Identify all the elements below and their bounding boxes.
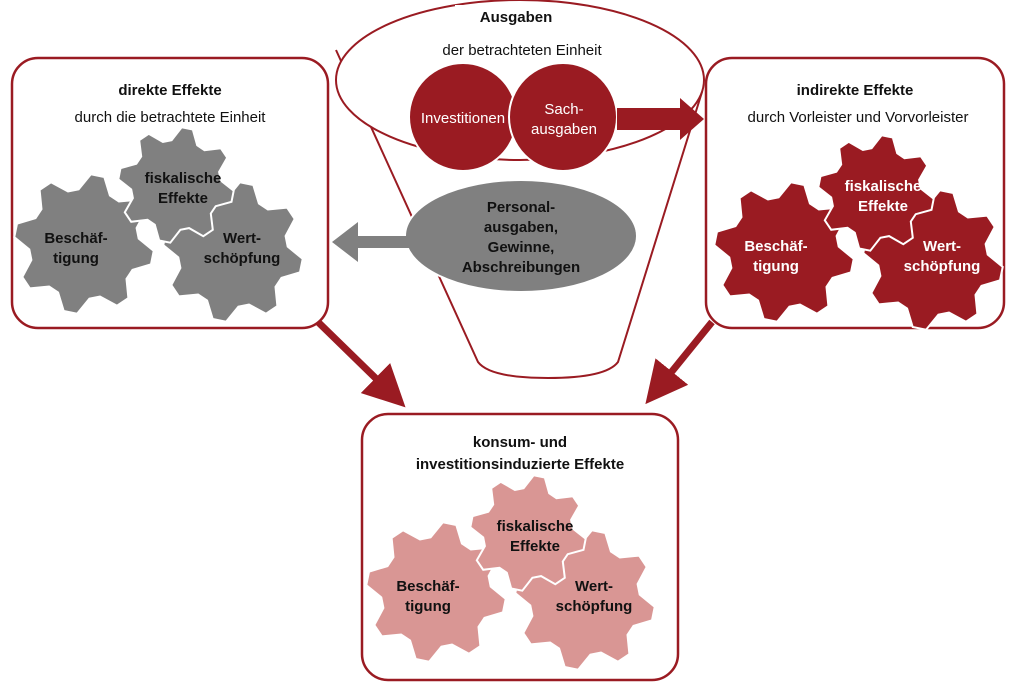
- fiskalische-effekte-gear: [117, 126, 235, 244]
- beschaeftigung-label-line2: tigung: [753, 258, 799, 275]
- sachausgaben-label-line1: Sach-: [544, 101, 583, 118]
- indirect-effects-gears: Beschäf-tigung fiskalischeEffekteWert-sch…: [713, 134, 1004, 331]
- indirect-effects-subtitle: durch Vorleister und Vorvorleister: [748, 109, 969, 126]
- fiskalische-effekte-gear: [469, 474, 587, 592]
- direct-effects-title: direkte Effekte: [118, 82, 221, 99]
- arrow-indirect-to-induced: [645, 319, 715, 405]
- induced-effects-gears: Beschäf-tigung fiskalischeEffekteWert-sch…: [365, 474, 656, 671]
- investitionen-label: Investitionen: [421, 110, 505, 127]
- fiskalische-label-line1: fiskalische: [145, 170, 222, 187]
- wertschoepfung-label-line2: schöpfung: [204, 250, 281, 267]
- personalausgaben-line1: Personal-: [487, 199, 555, 216]
- personalausgaben-line3: Gewinne,: [488, 239, 555, 256]
- fiskalische-label-line1: fiskalische: [845, 178, 922, 195]
- wertschoepfung-label-line2: schöpfung: [556, 598, 633, 615]
- beschaeftigung-label-line1: Beschäf-: [396, 578, 459, 595]
- fiskalische-effekte-gear: [817, 134, 935, 252]
- induced-effects-title-line1: konsum- und: [473, 434, 567, 451]
- arrow-to-indirect: [617, 98, 704, 140]
- funnel-subtitle: der betrachteten Einheit: [442, 42, 602, 59]
- arrow-to-direct: [332, 222, 412, 262]
- beschaeftigung-label-line1: Beschäf-: [44, 230, 107, 247]
- funnel-title: Ausgaben: [480, 9, 553, 26]
- fiskalische-label-line1: fiskalische: [497, 518, 574, 535]
- beschaeftigung-label-line2: tigung: [53, 250, 99, 267]
- sachausgaben-label-line2: ausgaben: [531, 121, 597, 138]
- beschaeftigung-label-line1: Beschäf-: [744, 238, 807, 255]
- personalausgaben-line2: ausgaben,: [484, 219, 558, 236]
- arrow-direct-to-induced: [315, 319, 406, 408]
- fiskalische-label-line2: Effekte: [858, 198, 908, 215]
- wertschoepfung-label-line1: Wert-: [223, 230, 261, 247]
- personalausgaben-line4: Abschreibungen: [462, 259, 580, 276]
- wertschoepfung-label-line1: Wert-: [923, 238, 961, 255]
- beschaeftigung-label-line2: tigung: [405, 598, 451, 615]
- fiskalische-label-line2: Effekte: [158, 190, 208, 207]
- funnel-title-backdrop: [455, 5, 577, 27]
- indirect-effects-title: indirekte Effekte: [797, 82, 914, 99]
- direct-effects-subtitle: durch die betrachtete Einheit: [75, 109, 267, 126]
- direct-effects-gears: Beschäf-tigung fiskalischeEffekteWert-sch…: [13, 126, 304, 323]
- wertschoepfung-label-line2: schöpfung: [904, 258, 981, 275]
- wertschoepfung-label-line1: Wert-: [575, 578, 613, 595]
- fiskalische-label-line2: Effekte: [510, 538, 560, 555]
- induced-effects-title-line2: investitionsinduzierte Effekte: [416, 456, 624, 473]
